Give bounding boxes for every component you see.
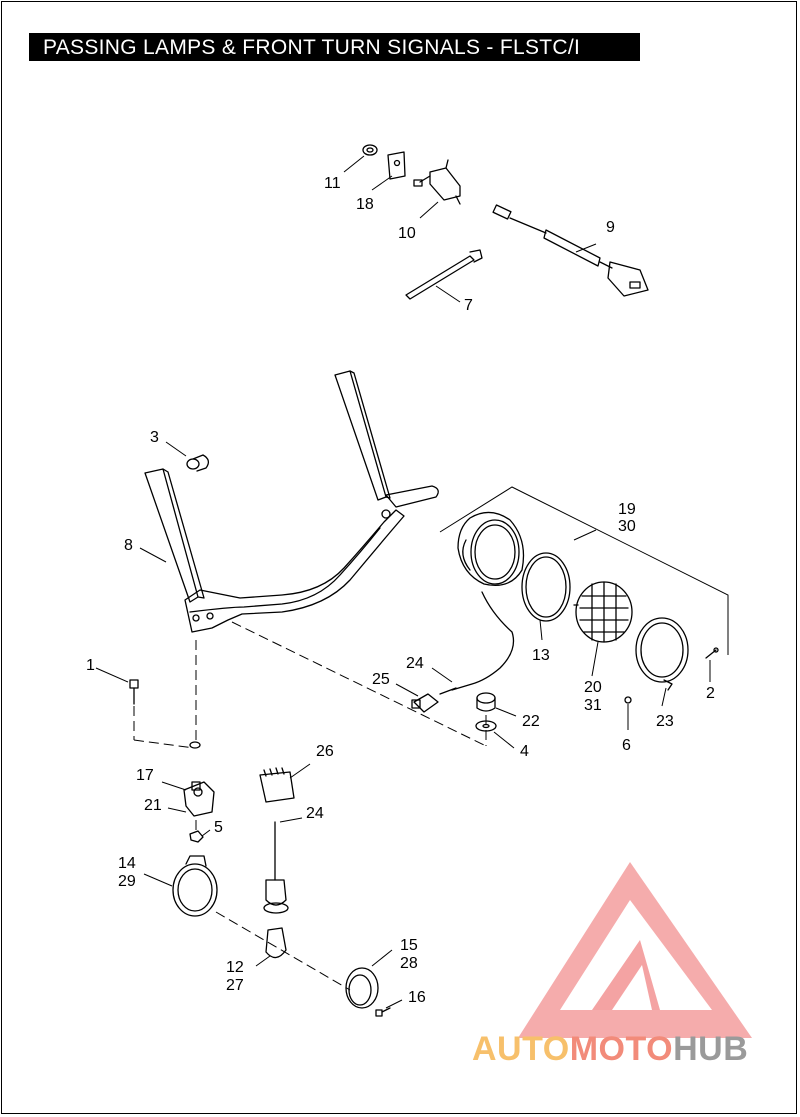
bolt-part-1 [129, 679, 139, 705]
callout-28: 28 [400, 955, 418, 972]
group-bracket-19 [439, 486, 729, 655]
callout-6: 6 [622, 737, 631, 754]
callout-16: 16 [408, 989, 426, 1006]
lens-part-15 [345, 967, 379, 1009]
alignment-lines [133, 621, 487, 991]
callout-18: 18 [356, 196, 374, 213]
lamp-housing-part-19 [457, 511, 525, 587]
callout-12: 12 [226, 959, 244, 976]
page-title: PASSING LAMPS & FRONT TURN SIGNALS - FLS… [43, 36, 581, 59]
callout-15: 15 [400, 937, 418, 954]
callout-1: 1 [86, 657, 95, 674]
callout-7: 7 [464, 297, 473, 314]
title-bar: PASSING LAMPS & FRONT TURN SIGNALS - FLS… [29, 33, 640, 61]
nut-part-5 [189, 830, 204, 843]
screw-part-6 [624, 696, 632, 704]
connector-part-25 [411, 693, 439, 713]
watermark-brand-text: AUTOMOTOHUB [472, 1030, 748, 1069]
ring-part-13 [521, 552, 571, 622]
callout-5: 5 [214, 819, 223, 836]
callout-26: 26 [316, 743, 334, 760]
socket-part-26 [259, 767, 295, 803]
callout-2: 2 [706, 685, 715, 702]
washer-part-17 [189, 741, 201, 749]
callout-31: 31 [584, 697, 602, 714]
callout-8: 8 [124, 537, 133, 554]
grommet-part-22 [476, 692, 496, 712]
callout-22: 22 [522, 713, 540, 730]
callout-3: 3 [150, 429, 159, 446]
plate-part-18 [387, 151, 406, 180]
callout-30: 30 [618, 518, 636, 535]
callout-10: 10 [398, 225, 416, 242]
screw-part-16 [375, 1007, 391, 1017]
callout-labels: 11 18 10 9 7 3 8 19 30 13 20 31 2 23 6 1… [86, 175, 715, 1006]
lamp-unit-part-20 [573, 581, 633, 643]
cable-tie-part-7 [405, 249, 483, 300]
watermark-moto: MOTO [569, 1030, 674, 1068]
callout-24-upper: 24 [406, 655, 424, 672]
callout-14: 14 [118, 855, 136, 872]
callout-21: 21 [144, 797, 162, 814]
callout-11: 11 [324, 175, 341, 192]
spacer-part-3 [186, 454, 210, 472]
wire-part-24a [439, 591, 515, 695]
screw-part-2 [705, 647, 719, 659]
mount-part-21 [183, 781, 215, 817]
housing-part-14 [172, 855, 218, 917]
trim-ring-part-23 [635, 617, 689, 691]
bulb-part-12 [265, 927, 287, 959]
callout-13: 13 [532, 647, 550, 664]
callout-4: 4 [520, 743, 529, 760]
switch-part-10 [413, 159, 461, 205]
wire-part-24b [263, 821, 289, 914]
callout-20: 20 [584, 679, 602, 696]
bracket-part-8 [144, 370, 439, 633]
callout-27: 27 [226, 977, 244, 994]
callout-25: 25 [372, 671, 390, 688]
nut-part-11 [362, 144, 378, 156]
harness-part-9 [492, 204, 649, 297]
watermark-auto: AUTO [472, 1030, 570, 1068]
callout-19: 19 [618, 501, 636, 518]
watermark-logo [518, 862, 752, 1038]
callout-9: 9 [606, 219, 615, 236]
callout-17: 17 [136, 767, 154, 784]
callout-24-lower: 24 [306, 805, 324, 822]
callout-23: 23 [656, 713, 674, 730]
leader-lines [95, 155, 711, 1009]
watermark-hub: HUB [673, 1030, 749, 1068]
callout-29: 29 [118, 873, 136, 890]
